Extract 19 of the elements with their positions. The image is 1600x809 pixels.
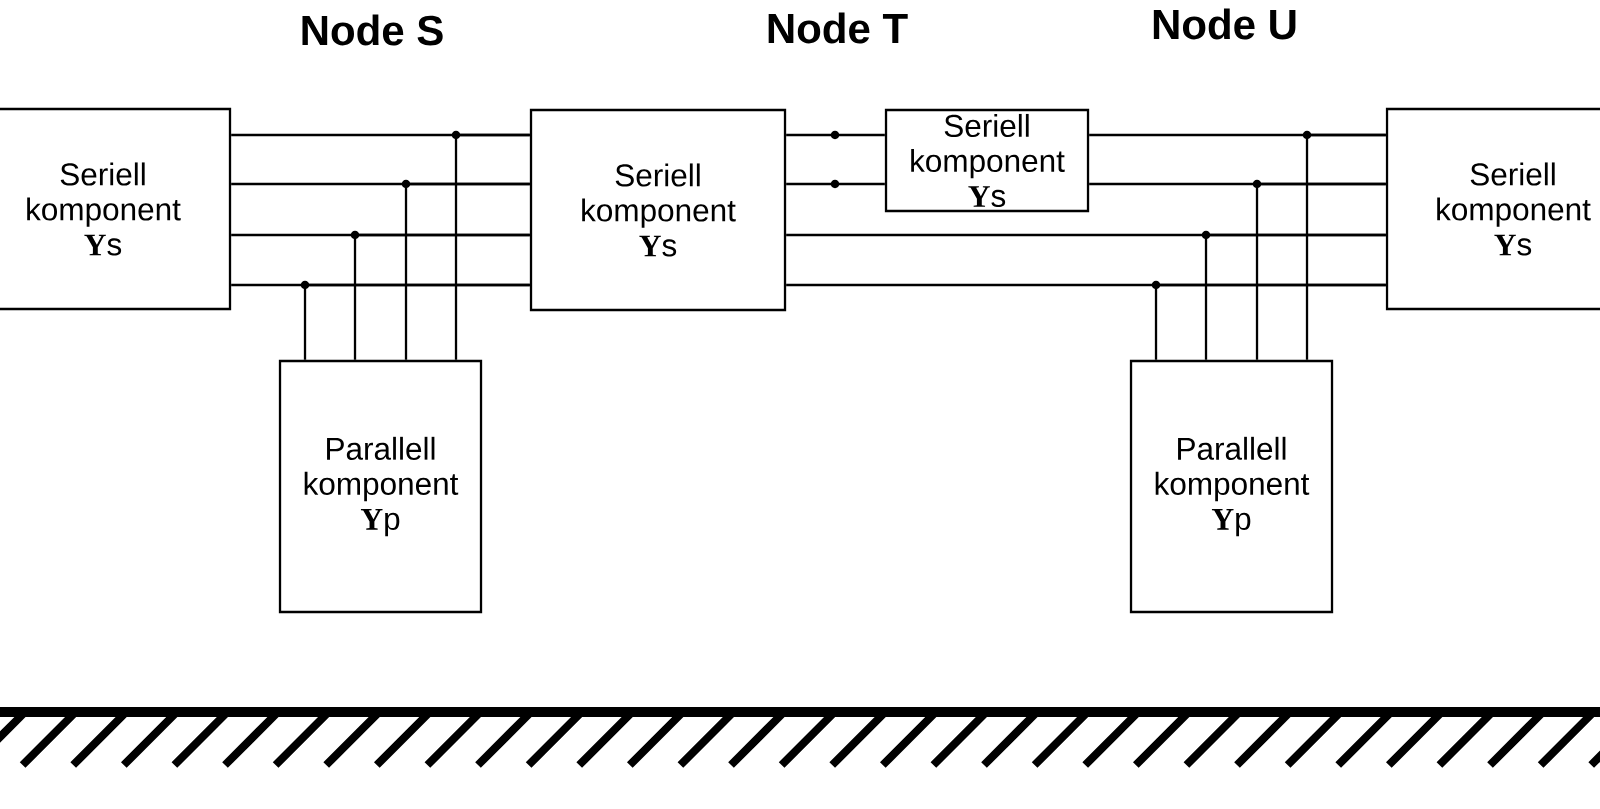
component-box: Parallell komponent Yp	[1129, 359, 1334, 614]
component-box: Parallell komponent Yp	[278, 359, 483, 614]
component-box: Seriell komponent Ys	[529, 108, 787, 312]
wire	[786, 133, 885, 137]
wire	[1154, 283, 1386, 360]
node-heading: Node T	[768, 12, 908, 44]
wire	[786, 182, 885, 186]
wire	[303, 283, 530, 360]
wire	[1255, 182, 1386, 360]
wire	[1204, 233, 1386, 360]
node-heading: Node U	[1153, 8, 1296, 40]
component-box: Seriell komponent Ys	[0, 107, 232, 311]
node-heading: Node S	[302, 14, 443, 46]
wire	[1305, 133, 1386, 360]
wire	[353, 233, 530, 360]
wire	[454, 133, 530, 360]
component-box: Seriell komponent Ys	[884, 108, 1090, 213]
component-box: Seriell komponent Ys	[1385, 107, 1600, 311]
wire	[404, 182, 530, 360]
